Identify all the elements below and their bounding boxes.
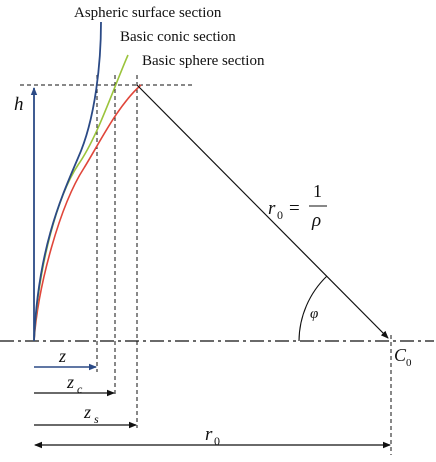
r0-bottom-label: r [205, 424, 213, 445]
radius-formula: r 0 = 1 ρ [268, 181, 327, 231]
z-label: z [58, 346, 66, 366]
zc-label: z [66, 372, 74, 392]
zs-subscript: s [94, 412, 99, 426]
fraction-numerator: 1 [313, 181, 322, 201]
r0-bottom-subscript: 0 [214, 434, 220, 448]
phi-angle-arc [298, 275, 328, 342]
sphere-label: Basic sphere section [142, 53, 265, 69]
c0-subscript: 0 [406, 357, 412, 369]
fraction-denominator: ρ [311, 210, 321, 231]
conic-label: Basic conic section [120, 29, 236, 45]
radius-line [136, 84, 389, 339]
zc-subscript: c [77, 382, 83, 396]
sphere-curve [33, 84, 142, 342]
h-label: h [14, 94, 24, 115]
c0-label: C [394, 345, 407, 365]
phi-label: φ [310, 306, 318, 322]
aspheric-curve [33, 21, 102, 342]
conic-curve [33, 54, 129, 342]
equals-sign: = [289, 198, 300, 219]
r0-symbol: r [268, 198, 276, 219]
zs-label: z [83, 402, 91, 422]
r0-subscript: 0 [277, 208, 283, 222]
aspheric-label: Aspheric surface section [74, 5, 222, 21]
